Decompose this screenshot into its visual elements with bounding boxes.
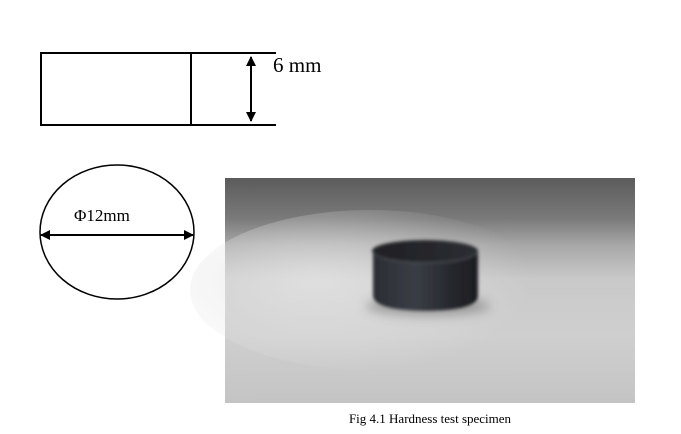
specimen-photo [190, 178, 635, 403]
top-view-outline [39, 164, 195, 300]
side-view: 6 mm [40, 52, 321, 126]
height-label: 6 mm [273, 53, 321, 77]
figure-caption: Fig 4.1 Hardness test specimen [348, 411, 512, 426]
specimen-body [373, 250, 478, 311]
top-view: Φ12mm [39, 164, 195, 300]
photo-highlight [190, 210, 550, 370]
diameter-label: Φ12mm [74, 206, 130, 225]
side-view-outline [40, 52, 192, 126]
specimen-rim-highlight [372, 251, 479, 264]
specimen-top-face [372, 240, 478, 262]
